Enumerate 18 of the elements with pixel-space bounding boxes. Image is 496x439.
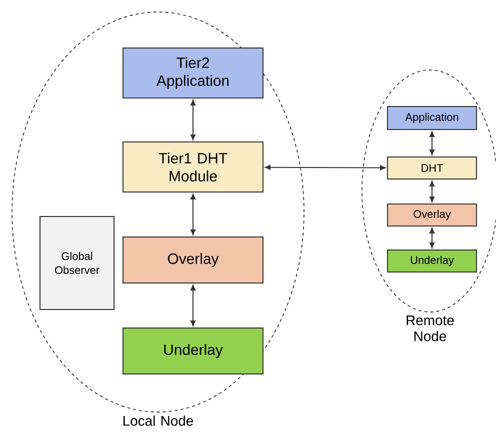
layer-box: DHT <box>387 156 477 180</box>
layer-box: Tier1 DHT Module <box>122 142 264 192</box>
arrow <box>264 164 386 170</box>
layer-box: Application <box>387 106 477 130</box>
observer-box: Global Observer <box>40 216 114 310</box>
arrow <box>190 100 196 140</box>
arrow <box>429 228 435 248</box>
node-label: Remote Node <box>406 316 454 342</box>
layer-box: Underlay <box>122 328 264 374</box>
layer-box: Overlay <box>122 236 264 284</box>
layer-box: Tier2 Application <box>122 48 264 98</box>
node-label: Local Node <box>123 416 194 426</box>
arrow <box>429 131 435 156</box>
arrow <box>190 284 196 326</box>
layer-box: Overlay <box>387 204 477 226</box>
arrow <box>429 180 435 202</box>
arrow <box>190 194 196 236</box>
layer-box: Underlay <box>387 250 477 272</box>
